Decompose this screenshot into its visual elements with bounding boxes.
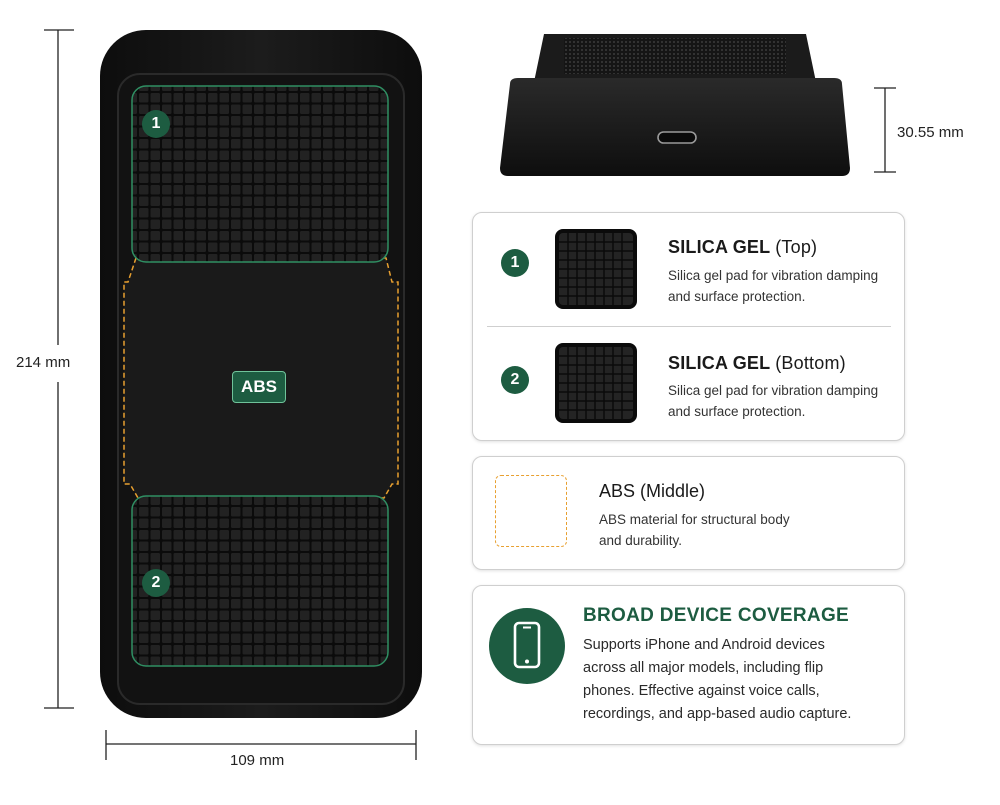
device-side-view-illustration <box>500 34 850 176</box>
silica-pad-top <box>131 85 389 263</box>
material-title: SILICA GEL (Bottom) <box>668 353 846 373</box>
pad-2-badge: 2 <box>142 569 170 597</box>
device-side-view <box>496 28 856 178</box>
device-top-view-illustration <box>44 29 422 760</box>
coverage-card: BROAD DEVICE COVERAGE Supports iPhone an… <box>472 585 905 745</box>
material-description: Silica gel pad for vibration damping and… <box>668 268 879 304</box>
depth-dimension-line <box>874 87 896 173</box>
silica-gel-card: 1 SILICA GEL (Top) Silica gel pad for vi… <box>472 212 905 441</box>
abs-card: ABS (Middle) ABS material for structural… <box>472 456 905 570</box>
material-number-badge: 2 <box>501 366 529 394</box>
width-dimension-line <box>105 730 417 760</box>
silica-gel-swatch <box>555 343 637 423</box>
coverage-description: Supports iPhone and Android devices acro… <box>583 637 852 722</box>
device-top-view <box>0 0 460 800</box>
depth-label: 30.55 mm <box>897 124 964 141</box>
material-title: ABS (Middle) <box>599 481 706 501</box>
abs-outline-swatch <box>495 475 567 547</box>
silica-pad-bottom <box>131 495 389 667</box>
coverage-title: BROAD DEVICE COVERAGE <box>583 605 850 626</box>
phone-icon-circle <box>489 608 565 684</box>
width-label: 109 mm <box>230 752 285 769</box>
smartphone-icon <box>513 621 541 669</box>
usb-c-port <box>657 131 697 144</box>
abs-badge: ABS <box>232 371 286 403</box>
silica-gel-swatch <box>555 229 637 309</box>
material-description: ABS material for structural body and dur… <box>599 512 790 548</box>
pad-1-badge: 1 <box>142 110 170 138</box>
height-label: 214 mm <box>14 354 73 371</box>
material-description: Silica gel pad for vibration damping and… <box>668 383 879 419</box>
height-dimension-line <box>44 29 74 709</box>
material-number-badge: 1 <box>501 249 529 277</box>
divider <box>487 326 891 327</box>
material-title: SILICA GEL (Top) <box>668 237 818 257</box>
